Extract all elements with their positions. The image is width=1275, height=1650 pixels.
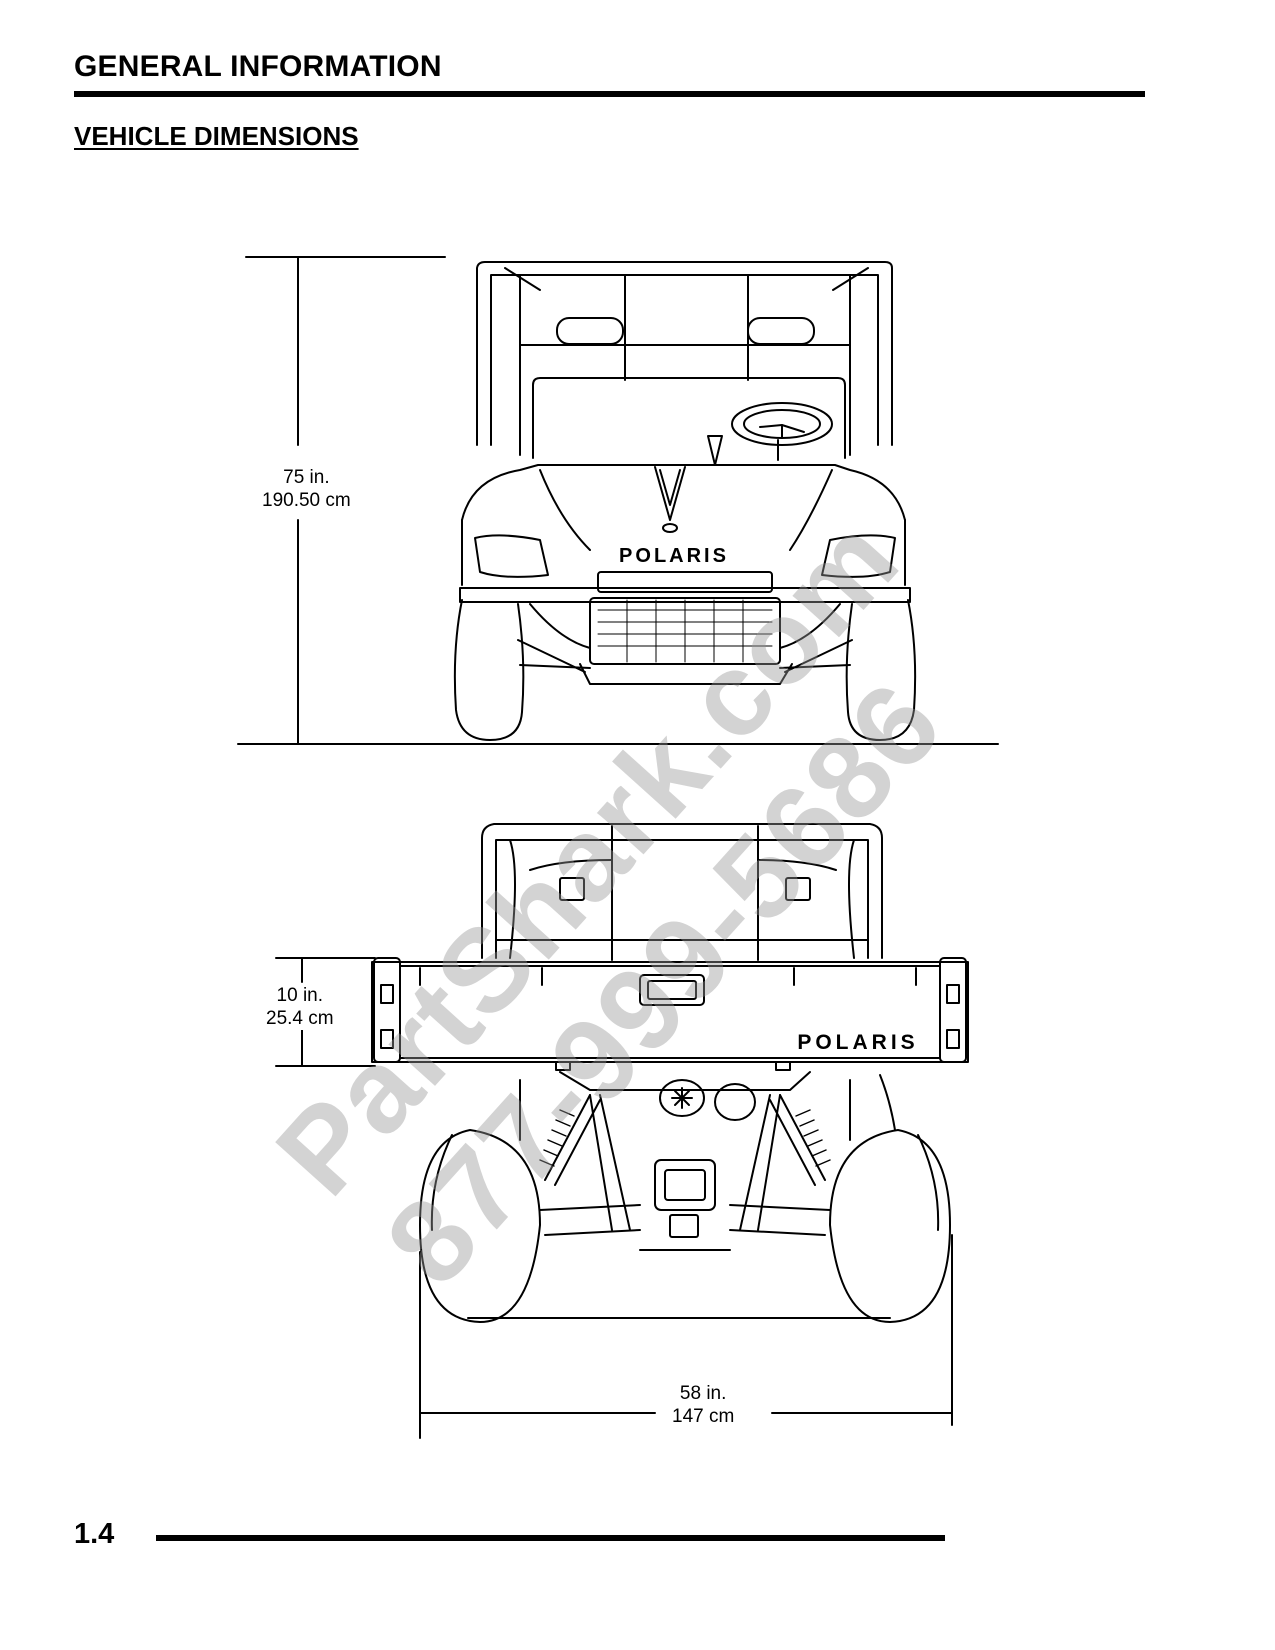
- height-imperial: 75 in.: [283, 467, 330, 488]
- height-metric: 190.50 cm: [262, 490, 351, 511]
- width-metric: 147 cm: [672, 1406, 735, 1427]
- page-number: 1.4: [74, 1518, 115, 1550]
- header-rule: [74, 91, 1145, 97]
- height-dimension-label: 75 in. 190.50 cm: [260, 466, 353, 512]
- rear-view: [275, 823, 969, 1439]
- front-view: [237, 256, 999, 745]
- footer-rule: [156, 1535, 945, 1541]
- front-brand-logo: POLARIS: [619, 545, 729, 567]
- width-dimension-label: 58 in. 147 cm: [670, 1382, 737, 1428]
- width-imperial: 58 in.: [679, 1383, 727, 1404]
- rear-brand-logo: POLARIS: [797, 1031, 918, 1054]
- bed-height-dimension-label: 10 in. 25.4 cm: [264, 984, 336, 1030]
- section-title: VEHICLE DIMENSIONS: [74, 121, 359, 151]
- bed-height-imperial: 10 in.: [276, 985, 324, 1006]
- page-header-title: GENERAL INFORMATION: [74, 50, 442, 83]
- bed-height-metric: 25.4 cm: [266, 1008, 334, 1029]
